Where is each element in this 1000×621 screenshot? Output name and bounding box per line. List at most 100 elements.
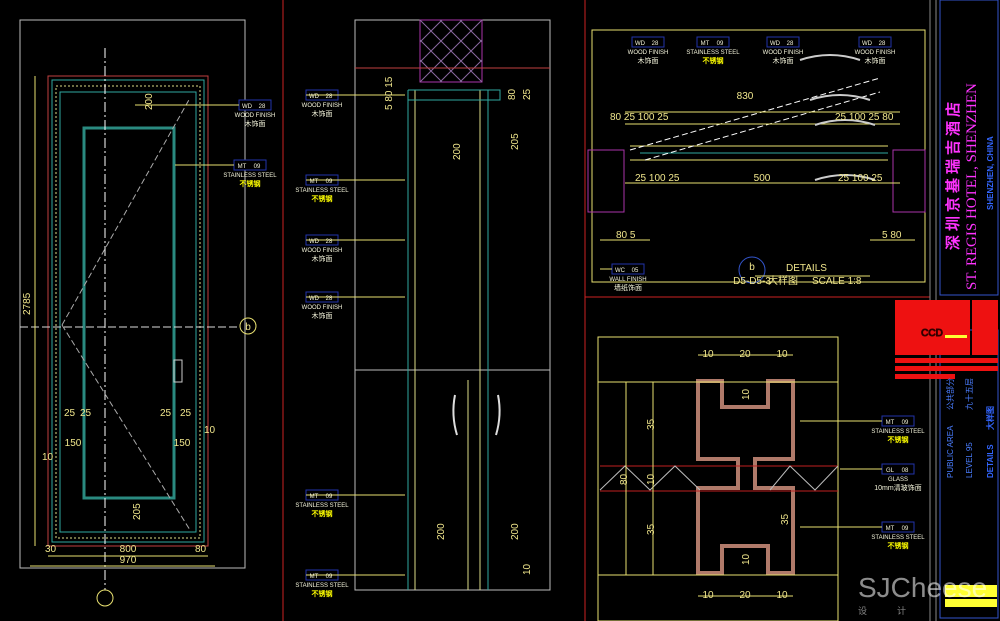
dim-10: 10 (42, 452, 54, 463)
dim-mid-right: 25 100 25 (838, 173, 883, 184)
dim-10: 10 (522, 563, 533, 575)
dim-bottom-right: 5 80 (882, 230, 902, 241)
detail-title: DETAILS (786, 263, 827, 274)
tag-code: WD (635, 41, 646, 47)
dim-25: 25 (64, 408, 76, 419)
dim-10: 10 (702, 349, 714, 360)
tag-number: 28 (652, 41, 659, 47)
dim-80: 80 (619, 473, 630, 485)
dim-200: 200 (144, 93, 155, 110)
material-tag (800, 415, 915, 427)
door-section (355, 19, 550, 590)
dim-30: 30 (45, 544, 57, 555)
tag-material-cn: 不锈钢 (703, 56, 724, 65)
tag-code: WD (770, 41, 781, 47)
tag-number: 09 (902, 526, 909, 532)
company-logo: CCD (921, 328, 943, 339)
dim-25: 25 (80, 408, 92, 419)
tag-material-cn: 木饰面 (312, 109, 333, 118)
material-tag (766, 36, 800, 48)
project-name-cn: 深圳京基瑞吉酒店 (944, 98, 962, 250)
watermark-sub: 设计 (858, 606, 937, 616)
tag-material-name: WOOD FINISH (628, 50, 669, 56)
tag-material-cn: 不锈钢 (312, 194, 333, 203)
tag-material-name: WOOD FINISH (235, 113, 276, 119)
dim-80: 80 (195, 544, 207, 555)
tag-number: 08 (902, 468, 909, 474)
section-marker-label: b (245, 322, 251, 333)
tag-material-name: WOOD FINISH (855, 50, 896, 56)
material-tag (175, 159, 267, 171)
tag-material-cn: 不锈钢 (888, 541, 909, 550)
dim-10: 10 (776, 590, 788, 601)
tag-number: 28 (879, 41, 886, 47)
material-tag (600, 263, 645, 275)
tag-material-cn: 木饰面 (773, 56, 794, 65)
detail-marker-ref: D5-D5-3 (733, 276, 771, 287)
tag-code: MT (310, 574, 319, 580)
tag-code: WD (309, 94, 320, 100)
tag-number: 28 (787, 41, 794, 47)
door-elevation (20, 48, 257, 607)
material-tag (631, 36, 665, 48)
dim-200: 200 (510, 523, 521, 540)
tag-number: 09 (254, 164, 261, 170)
dim-830: 830 (737, 91, 754, 102)
tag-number: 28 (326, 94, 333, 100)
level-label-cn: 九十五层 (964, 378, 974, 410)
tag-material-cn: 木饰面 (245, 119, 266, 128)
tag-number: 28 (326, 296, 333, 302)
dim-top-left: 80 25 100 25 (610, 112, 669, 123)
tag-material-name: STAINLESS STEEL (871, 535, 925, 541)
tag-material-name: STAINLESS STEEL (686, 50, 740, 56)
tag-material-name: STAINLESS STEEL (295, 503, 349, 509)
dim-10: 10 (204, 425, 216, 436)
dim-35: 35 (646, 523, 657, 535)
dim-bottom-left: 80 5 (616, 230, 636, 241)
tag-box (766, 36, 800, 48)
dim-height: 2785 (22, 292, 33, 315)
project-name-en: ST. REGIS HOTEL, SHENZHEN (964, 83, 980, 290)
tag-box (696, 36, 730, 48)
tag-code: MT (886, 526, 895, 532)
tag-material-name: WALL FINISH (609, 277, 646, 283)
tag-box (858, 36, 892, 48)
tag-material-name: WOOD FINISH (302, 305, 343, 311)
tag-material-cn: 墙纸饰面 (614, 283, 642, 292)
tag-material-cn: 10mm清玻饰面 (874, 483, 921, 492)
material-tag (696, 36, 730, 48)
tag-number: 09 (902, 420, 909, 426)
tag-material-name: GLASS (888, 477, 908, 483)
dim-10: 10 (776, 349, 788, 360)
tag-number: 09 (326, 179, 333, 185)
dim-top-right: 25 100 25 80 (835, 112, 894, 123)
material-tag (135, 99, 272, 111)
material-tag (858, 36, 892, 48)
dim-25: 25 (160, 408, 172, 419)
material-tag (305, 174, 405, 186)
tag-code: MT (238, 164, 247, 170)
dim-20: 20 (739, 349, 751, 360)
tag-material-cn: 不锈钢 (312, 589, 333, 598)
material-tag (840, 463, 915, 475)
tag-material-name: STAINLESS STEEL (295, 583, 349, 589)
tag-box (631, 36, 665, 48)
material-tag (305, 569, 405, 581)
material-tag (305, 234, 405, 246)
dim-35: 35 (780, 513, 791, 525)
plan-detail (587, 54, 926, 284)
tag-material-cn: 木饰面 (865, 56, 886, 65)
dim-left-stile: 150 (65, 438, 82, 449)
dim-205: 205 (510, 133, 521, 150)
tag-material-cn: 木饰面 (312, 311, 333, 320)
tag-code: WD (862, 41, 873, 47)
tag-material-name: STAINLESS STEEL (295, 188, 349, 194)
material-tag (305, 89, 405, 101)
tag-number: 09 (326, 494, 333, 500)
detail-title-cn: 大样图 (768, 274, 798, 287)
dim-inner-width: 800 (120, 544, 137, 555)
dim-outer-width: 970 (120, 555, 137, 566)
dim-10: 10 (741, 553, 752, 565)
